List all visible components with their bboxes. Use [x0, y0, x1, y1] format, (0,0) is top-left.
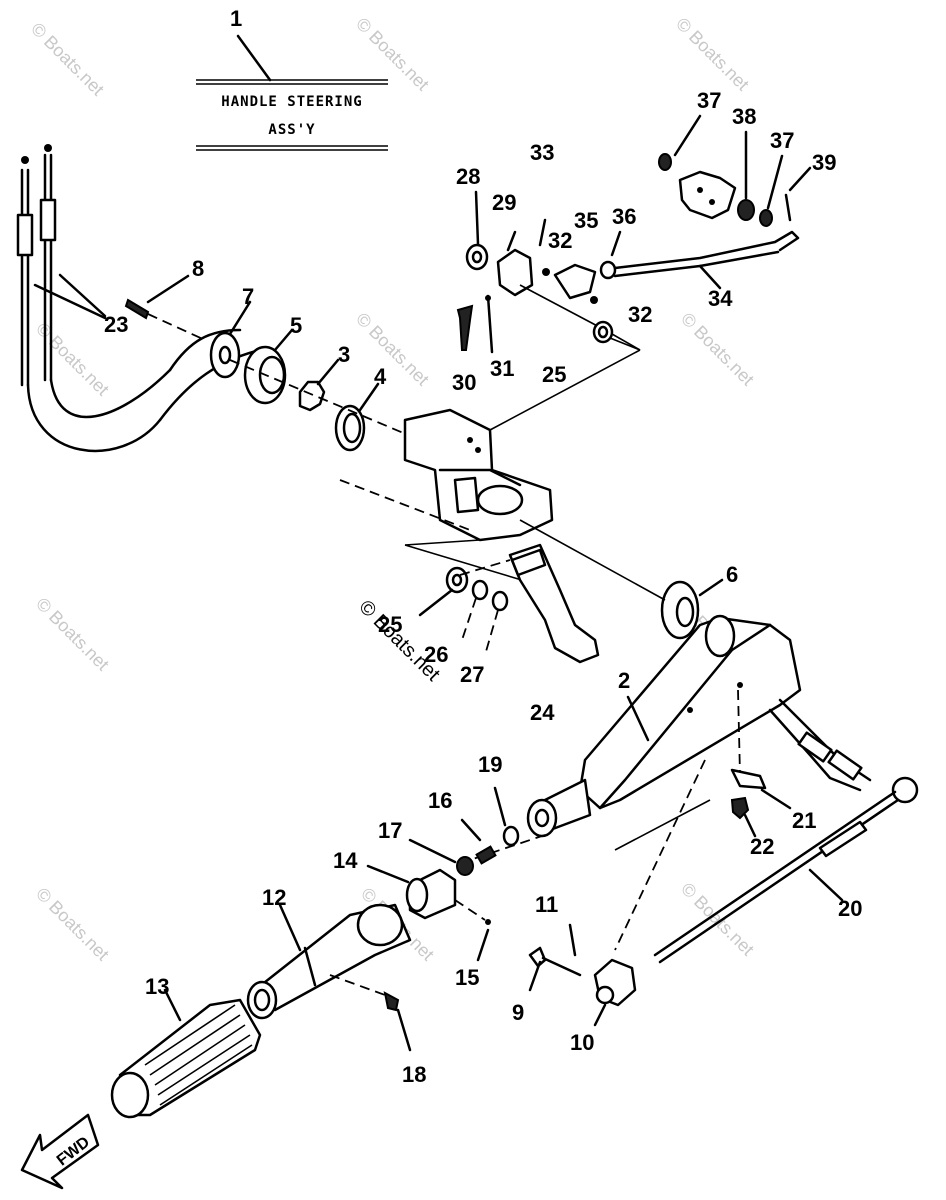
friction-parts [408, 786, 520, 876]
watermark: © Boats.net [672, 14, 753, 95]
part-label-34: 34 [708, 286, 733, 311]
part-label-28: 28 [456, 164, 480, 189]
part-label-13: 13 [145, 974, 169, 999]
part-label-26: 26 [424, 642, 448, 667]
part-label-38: 38 [732, 104, 756, 129]
title-line-2: ASS'Y [268, 122, 315, 138]
part-label-39: 39 [812, 150, 836, 175]
part-label-17: 17 [378, 818, 402, 843]
part-label-23: 23 [104, 312, 128, 337]
steering-housing [403, 408, 554, 542]
title-line-1: HANDLE STEERING [221, 94, 362, 110]
part-label-12: 12 [262, 885, 286, 910]
part-label-35: 35 [574, 208, 598, 233]
fwd-arrow: FWD [20, 1113, 100, 1190]
part-label-25-upper: 25 [542, 362, 566, 387]
part-label-6: 6 [726, 562, 738, 587]
watermark: © Boats.net [27, 19, 108, 100]
part-label-9: 9 [512, 1000, 524, 1025]
part-label-32-lower: 32 [628, 302, 652, 327]
part-label-3: 3 [338, 342, 350, 367]
part-label-5: 5 [290, 313, 302, 338]
part-label-14: 14 [333, 848, 358, 873]
part-label-8: 8 [192, 256, 204, 281]
part-label-33: 33 [530, 140, 554, 165]
part-label-15: 15 [455, 965, 479, 990]
part-label-19: 19 [478, 752, 502, 777]
watermark: © Boats.net [677, 309, 758, 390]
part-label-20: 20 [838, 896, 862, 921]
part-label-1: 1 [230, 6, 242, 31]
part-label-25-lower: 25 [378, 612, 402, 637]
steering-arm [519, 519, 919, 838]
leader-lines [474, 114, 812, 246]
watermark: © Boats.net [32, 884, 113, 965]
bolts-21-22 [730, 768, 792, 838]
part-label-36: 36 [612, 204, 636, 229]
collar-14 [366, 864, 491, 962]
shift-rod [653, 790, 900, 964]
watermark-center: © Boats.net [354, 596, 444, 686]
watermark: © Boats.net [352, 309, 433, 390]
grip-tube-12 [246, 903, 412, 1052]
watermark: © Boats.net [352, 14, 433, 95]
part-label-30: 30 [452, 370, 476, 395]
throttle-cables [16, 144, 262, 453]
throttle-linkage [456, 218, 800, 354]
part-label-31: 31 [490, 356, 514, 381]
part-label-32-upper: 32 [548, 228, 572, 253]
part-label-16: 16 [428, 788, 452, 813]
title-box: HANDLE STEERING ASS'Y [196, 34, 388, 151]
part-label-24: 24 [530, 700, 555, 725]
part-labels: 1 2 3 4 5 6 7 8 9 10 11 12 13 14 15 16 1… [104, 6, 862, 1087]
part-label-18: 18 [402, 1062, 426, 1087]
part-label-27: 27 [460, 662, 484, 687]
throttle-stop [528, 923, 637, 1027]
part-label-37-right: 37 [770, 128, 794, 153]
part-label-21: 21 [792, 808, 816, 833]
grip-13 [110, 988, 262, 1119]
part-label-29: 29 [492, 190, 516, 215]
watermark: © Boats.net [677, 879, 758, 960]
part-label-7: 7 [242, 284, 254, 309]
part-label-37-left: 37 [697, 88, 721, 113]
watermark: © Boats.net [32, 594, 113, 675]
part-label-2: 2 [618, 668, 630, 693]
part-label-4: 4 [374, 364, 387, 389]
guide-lines-upper [339, 337, 641, 591]
throttle-lever [418, 543, 600, 664]
part-label-10: 10 [570, 1030, 594, 1055]
washer-stack [209, 300, 421, 452]
screw-8 [124, 274, 206, 341]
cam-assembly [658, 153, 792, 227]
part-label-11: 11 [535, 892, 558, 917]
part-label-22: 22 [750, 834, 774, 859]
